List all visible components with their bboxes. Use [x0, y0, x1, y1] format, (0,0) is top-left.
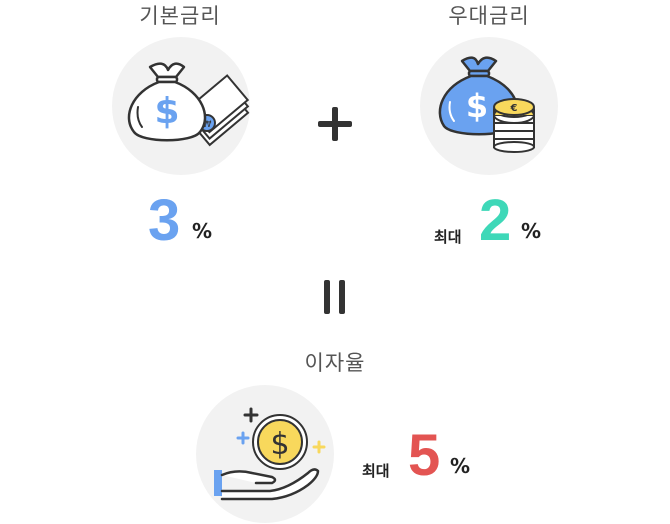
preferential-rate-label: 우대금리	[448, 4, 530, 28]
money-bag-with-banknotes-icon: ₩ $	[127, 62, 250, 147]
basic-rate-unit: %	[192, 219, 213, 243]
preferential-rate-value: 2	[479, 188, 512, 253]
svg-text:₩: ₩	[203, 120, 212, 130]
money-bag-with-coins-icon: $ €	[438, 56, 535, 153]
hand-holding-coin-icon: $	[214, 407, 326, 501]
equals-icon	[324, 280, 345, 314]
interest-rate-prefix: 최대	[362, 462, 390, 480]
svg-text:$: $	[466, 87, 488, 125]
plus-icon	[318, 107, 352, 141]
svg-text:$: $	[270, 427, 289, 462]
interest-rate-unit: %	[450, 454, 471, 478]
basic-rate-label: 기본금리	[139, 4, 221, 28]
preferential-rate-prefix: 최대	[434, 228, 462, 246]
interest-rate-value: 5	[408, 423, 441, 488]
svg-text:€: €	[510, 103, 518, 114]
svg-text:$: $	[154, 91, 179, 132]
preferential-rate-unit: %	[521, 219, 542, 243]
basic-rate-value: 3	[148, 188, 181, 253]
interest-rate-label: 이자율	[304, 351, 366, 375]
